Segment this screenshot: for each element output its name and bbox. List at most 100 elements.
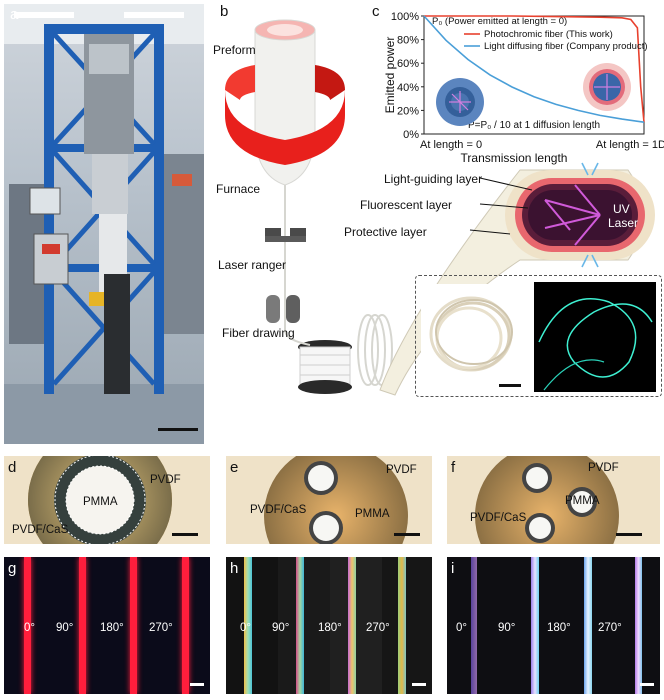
label-f-pvdf-cas: PVDF/CaS xyxy=(470,512,527,524)
y-tick-label: 20% xyxy=(397,105,419,117)
label-e-pmma: PMMA xyxy=(355,508,390,520)
drawing-tower-illustration xyxy=(4,4,204,444)
red-fiber-stripe xyxy=(79,557,86,694)
angle-label: 0° xyxy=(456,622,467,634)
x-axis-label: Transmission length xyxy=(461,151,568,165)
panel-e-bg xyxy=(226,456,432,544)
label-furnace: Furnace xyxy=(216,182,261,196)
red-fiber-stripe xyxy=(24,557,31,694)
coiled-fiber-drawing xyxy=(429,296,513,372)
panel-d-cross-section xyxy=(28,456,172,544)
fiber-stripe xyxy=(226,557,278,694)
label-fiber-drawing: Fiber drawing xyxy=(222,326,295,340)
fiber-photo-inset xyxy=(415,275,662,397)
angle-label: 180° xyxy=(318,622,342,634)
panel-i-label: i xyxy=(451,560,455,577)
y-tick-label: 60% xyxy=(397,58,419,70)
legend-entry: Light diffusing fiber (Company product) xyxy=(484,41,648,52)
panel-e-cross-section xyxy=(264,456,408,544)
panel-b-label: b xyxy=(220,3,229,20)
angle-label: 270° xyxy=(598,622,622,634)
series-line xyxy=(424,15,645,123)
angle-label: 0° xyxy=(240,622,251,634)
panel-e-label: e xyxy=(230,459,239,476)
label-d-pvdf-cas: PVDF/CaS xyxy=(12,524,69,536)
angle-label: 180° xyxy=(100,622,124,634)
angle-label: 90° xyxy=(498,622,516,634)
scale-bar xyxy=(412,683,426,686)
glowing-fiber-drawing xyxy=(538,298,653,391)
fiber-stripe xyxy=(348,557,356,694)
fiber-stripe xyxy=(382,557,432,694)
fiber-drawing-schematic xyxy=(225,19,393,394)
y-tick-label: 100% xyxy=(391,11,419,23)
panel-f-cross-section xyxy=(475,456,619,544)
red-fiber-stripe xyxy=(182,557,189,694)
angle-label: 90° xyxy=(272,622,290,634)
label-laser: Laser xyxy=(608,216,639,230)
panel-h-label: h xyxy=(230,560,239,577)
scale-bar xyxy=(394,533,420,536)
x-tick-label: At length = 0 xyxy=(420,139,482,151)
panel-d-label: d xyxy=(8,459,17,476)
red-fiber-stripe xyxy=(130,557,137,694)
label-e-pvdf: PVDF xyxy=(386,464,417,476)
label-laser-ranger: Laser ranger xyxy=(218,258,287,272)
label-fluorescent-layer: Fluorescent layer xyxy=(360,198,453,212)
fiber-structure-illustration xyxy=(379,162,655,396)
legend-header: P₀ (Power emitted at length = 0) xyxy=(432,16,567,27)
panel-g-label: g xyxy=(8,560,17,577)
fiber-stripe xyxy=(244,557,252,694)
y-tick-label: 0% xyxy=(403,129,419,141)
label-f-pmma: PMMA xyxy=(565,495,600,507)
label-preform: Preform xyxy=(213,43,256,57)
fiber-stripe xyxy=(584,557,592,694)
y-tick-label: 40% xyxy=(397,82,419,94)
fiber-stripe xyxy=(398,557,406,694)
angle-label: 90° xyxy=(56,622,74,634)
legend-entry: Photochromic fiber (This work) xyxy=(484,29,613,40)
chart-annotation: P=P₀ / 10 at 1 diffusion length xyxy=(468,120,600,131)
panel-c-label: c xyxy=(372,3,380,20)
label-f-pvdf: PVDF xyxy=(588,462,619,474)
fiber-stripe xyxy=(531,557,539,694)
label-d-pmma: PMMA xyxy=(83,496,118,508)
angle-label: 270° xyxy=(149,622,173,634)
fiber-stripe xyxy=(296,557,304,694)
fiber-stripe xyxy=(471,557,477,694)
glowing-fiber-photo xyxy=(534,282,656,392)
scale-bar xyxy=(158,428,198,431)
cross-section-light-diffusing-icon xyxy=(436,78,484,126)
angle-label: 270° xyxy=(366,622,390,634)
scale-bar xyxy=(190,683,204,686)
x-tick-label: At length = 1DL xyxy=(596,139,664,151)
emitted-power-chart: 0% 20% 40% 60% 80% 100% At length = 0 At length… xyxy=(383,11,664,165)
angle-label: 0° xyxy=(24,622,35,634)
label-e-pvdf-cas: PVDF/CaS xyxy=(250,504,307,516)
fiber-stripe xyxy=(330,557,382,694)
panel-f-bg xyxy=(447,456,660,544)
fiber-stripe xyxy=(635,557,642,694)
angle-label: 180° xyxy=(547,622,571,634)
series-line xyxy=(423,15,645,123)
label-light-guiding-layer: Light-guiding layer xyxy=(384,172,483,186)
panel-h-image xyxy=(226,557,432,694)
cross-section-photochromic-icon xyxy=(583,63,631,111)
scale-bar xyxy=(499,384,521,387)
panel-d-bg xyxy=(4,456,210,544)
panel-i-image xyxy=(447,557,660,694)
scale-bar xyxy=(172,533,198,536)
y-tick-label: 80% xyxy=(397,35,419,47)
label-protective-layer: Protective layer xyxy=(344,225,427,239)
panel-f-label: f xyxy=(451,459,456,476)
scale-bar xyxy=(616,533,642,536)
scale-bar xyxy=(640,683,654,686)
coiled-fiber-photo xyxy=(421,284,526,389)
layer-pointer-arrows xyxy=(469,177,533,235)
panel-a-label: a xyxy=(10,6,19,23)
y-axis-label: Emitted power xyxy=(383,37,397,114)
panel-a-photo: a xyxy=(4,4,204,444)
fiber-stripe xyxy=(278,557,330,694)
label-d-pvdf: PVDF xyxy=(150,474,181,486)
label-uv: UV xyxy=(613,202,630,216)
